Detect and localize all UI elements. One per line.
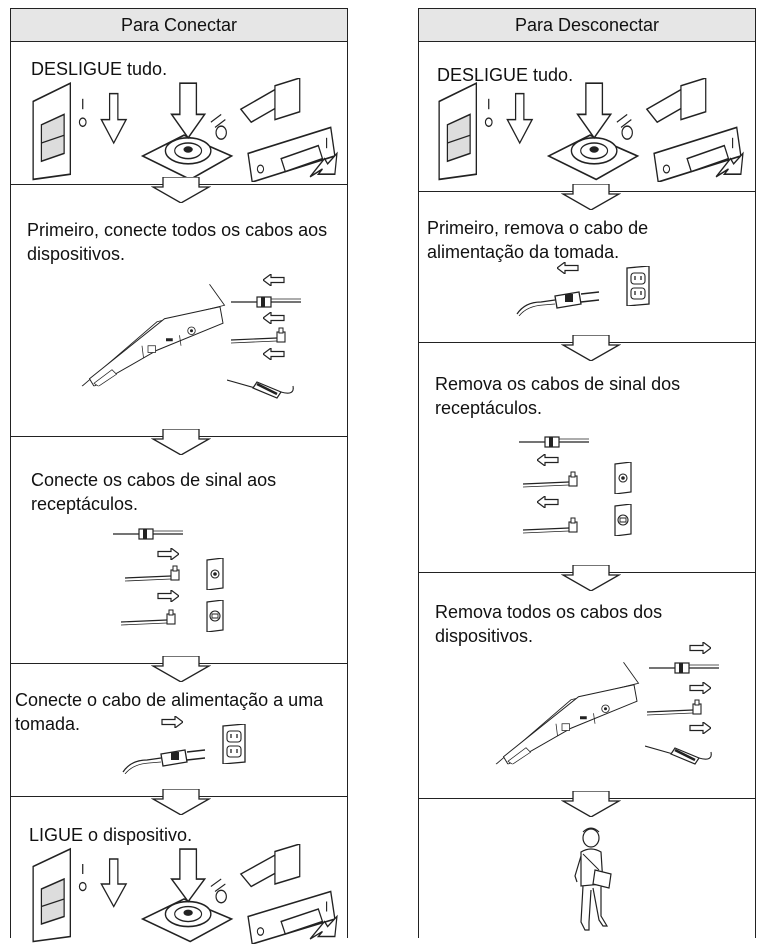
connect-header: Para Conectar [11,8,347,42]
arrow-right-icon [157,590,179,602]
cable-connector-icon [519,432,589,452]
power-off-illustration [29,78,339,182]
cable-connector-icon [649,658,719,678]
phone-cable-icon [231,326,301,346]
power-plug-icon [515,280,605,316]
cable-connector-icon [231,292,301,312]
connect-step-2-text: Primeiro, conecte todos os cabos aos dis… [27,220,328,264]
usb-cable-icon [645,742,715,766]
arrow-left-icon [263,274,285,286]
flow-arrow-icon [151,177,211,203]
round-receptacle-icon [613,462,633,494]
power-outlet-icon [221,724,247,764]
disconnect-step-2-text: Primeiro, remova o cabo de alimentação d… [427,218,649,262]
flow-arrow-icon [561,335,621,361]
flow-arrow-icon [561,565,621,591]
connect-step-3-text: Conecte os cabos de sinal aos receptácul… [31,470,277,514]
phone-cable-icon [523,470,593,490]
arrow-right-icon [157,548,179,560]
flow-arrow-icon [151,429,211,455]
disconnect-header: Para Desconectar [419,8,755,42]
power-on-illustration [29,844,339,944]
arrow-left-icon [263,312,285,324]
flow-arrow-icon [561,791,621,817]
arrow-right-icon [161,716,183,728]
phone-cable-icon [647,698,717,718]
phone-cable-icon [523,516,593,536]
connect-step-1-text: DESLIGUE tudo. [31,59,168,79]
person-walking-icon [569,826,619,936]
flow-arrow-icon [151,789,211,815]
usb-cable-icon [227,376,297,400]
flow-arrow-icon [561,184,621,210]
phone-receptacle-icon [613,504,633,536]
cable-connector-icon [113,524,183,544]
power-plug-icon [121,738,211,774]
flow-arrow-icon [151,656,211,682]
arrow-left-icon [263,348,285,360]
disconnect-step-4-text: Remova todos os cabos dos dispositivos. [435,602,663,646]
laptop-ports-illustration [481,648,661,768]
disconnect-step-1-text: DESLIGUE tudo. [437,65,574,85]
power-outlet-icon [625,266,651,306]
connect-column: Para Conectar DESLIGUE tudo. Primeiro, c… [10,8,348,938]
arrow-left-icon [537,454,559,466]
arrow-right-icon [689,642,711,654]
phone-receptacle-icon [205,600,225,632]
connect-step-4-text: Conecte o cabo de alimentação a uma toma… [15,690,324,734]
arrow-right-icon [689,722,711,734]
phone-cable-icon [121,608,191,628]
arrow-left-icon [557,262,579,274]
laptop-ports-illustration [67,270,247,390]
power-off-illustration [435,78,745,182]
arrow-right-icon [689,682,711,694]
disconnect-step-3-text: Remova os cabos de sinal dos receptáculo… [435,374,681,418]
round-receptacle-icon [205,558,225,590]
disconnect-column: Para Desconectar DESLIGUE tudo. Primeiro… [418,8,756,938]
phone-cable-icon [125,564,195,584]
connect-step-5-text: LIGUE o dispositivo. [29,825,193,845]
arrow-left-icon [537,496,559,508]
